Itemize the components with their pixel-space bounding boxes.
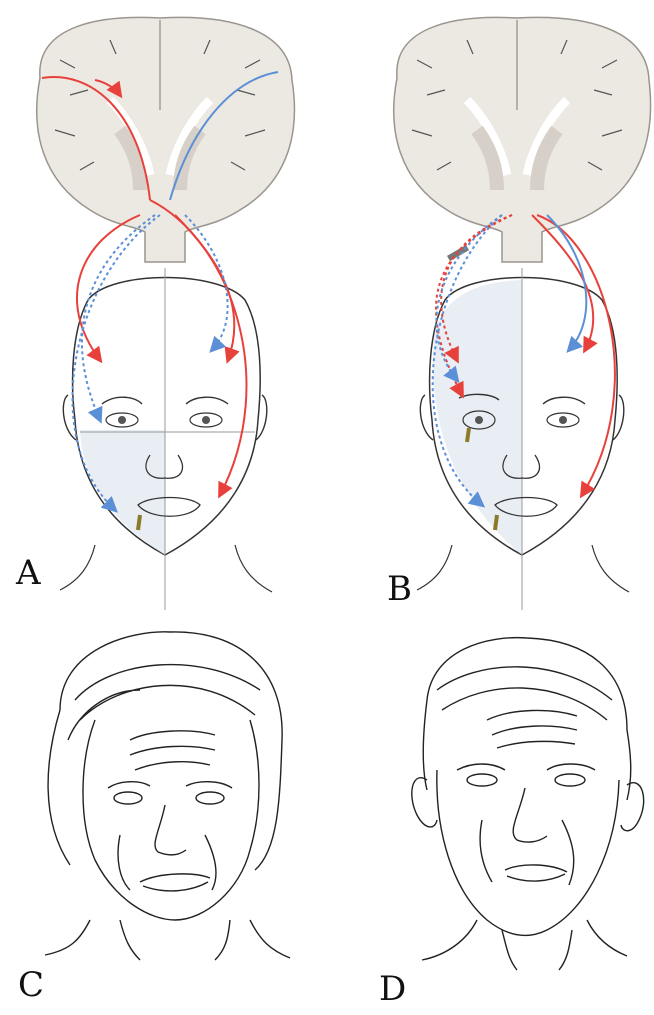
panel-d-face-drawing: D bbox=[327, 620, 654, 1015]
panel-label: B bbox=[387, 572, 412, 606]
brain-coronal-section-icon bbox=[394, 17, 651, 262]
face-drawing-icon bbox=[0, 620, 327, 1015]
face-drawing-icon bbox=[327, 620, 654, 1015]
panel-label: A bbox=[16, 556, 41, 590]
panel-b-diagram bbox=[327, 0, 654, 620]
panel-label: C bbox=[18, 968, 44, 1002]
panel-c-face-drawing: C bbox=[0, 620, 327, 1015]
head-outline-icon bbox=[417, 268, 629, 610]
panel-a-central-palsy: A bbox=[0, 0, 327, 620]
panel-b-peripheral-palsy: B bbox=[327, 0, 654, 620]
brain-coronal-section-icon bbox=[37, 17, 295, 262]
panel-a-diagram bbox=[0, 0, 327, 620]
panel-label: D bbox=[379, 972, 406, 1006]
